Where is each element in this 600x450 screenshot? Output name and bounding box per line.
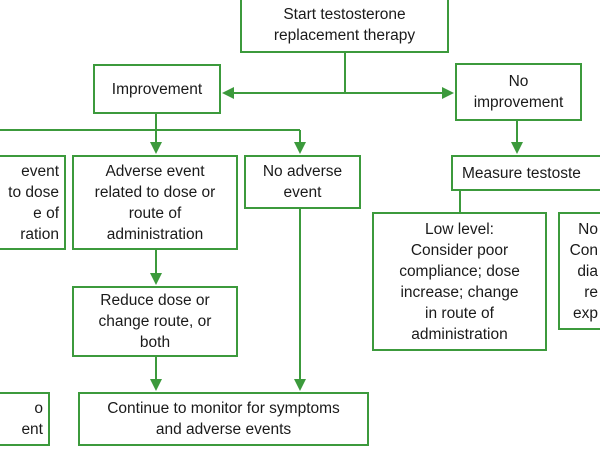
right-cut-line-4: re xyxy=(584,283,598,301)
low-level-line-5: in route of xyxy=(425,304,494,322)
right-cut-line-3: dia xyxy=(577,262,598,280)
arrowhead-reduce-to-continue xyxy=(150,379,162,391)
adverse-cut-line-2: to dose xyxy=(8,183,59,201)
low-level-line-1: Low level: xyxy=(425,220,494,238)
adverse-cut-line-1: event xyxy=(21,162,59,180)
adverse-event-related-node: Adverse event related to dose or route o… xyxy=(72,155,238,250)
arrowhead-to-improvement xyxy=(222,87,234,99)
right-cut-line-1: No xyxy=(578,220,598,238)
adverse-related-line-1: Adverse event xyxy=(105,162,205,180)
adverse-cut-line-3: e of xyxy=(33,204,59,222)
continue-monitor-node: Continue to monitor for symptoms and adv… xyxy=(78,392,369,446)
reduce-line-1: Reduce dose or xyxy=(100,292,210,309)
start-therapy-node: Start testosterone replacement therapy xyxy=(240,0,449,53)
improvement-label: Improvement xyxy=(111,80,203,98)
continue-line-2: and adverse events xyxy=(155,421,292,438)
adverse-related-line-4: administration xyxy=(106,225,204,243)
arrowhead-to-measure xyxy=(511,142,523,154)
no-adverse-event-node: No adverse event xyxy=(244,155,361,209)
measure-label: Measure testoste xyxy=(462,164,581,182)
reduce-line-2: change route, or xyxy=(98,313,212,330)
measure-testosterone-node: Measure testoste xyxy=(451,155,600,191)
arrowhead-to-reduce xyxy=(150,273,162,285)
no-improvement-node: No improvement xyxy=(455,63,582,121)
bottom-cut-line-1: o xyxy=(34,400,43,417)
no-improvement-line-1: No xyxy=(508,73,529,90)
low-level-line-2: Consider poor xyxy=(410,241,509,259)
arrowhead-to-adverse-related xyxy=(150,142,162,154)
bottom-left-cut-node: o ent xyxy=(0,392,50,446)
low-level-node: Low level: Consider poor compliance; dos… xyxy=(372,212,547,351)
low-level-line-3: compliance; dose xyxy=(399,262,520,280)
improvement-node: Improvement xyxy=(93,64,221,114)
right-cut-line-5: exp xyxy=(573,304,598,322)
adverse-event-cut-node: event to dose e of ration xyxy=(0,155,66,250)
right-cut-node: No Con dia re exp xyxy=(558,212,600,330)
bottom-cut-line-2: ent xyxy=(21,421,43,438)
arrowhead-to-no-improvement xyxy=(442,87,454,99)
reduce-dose-node: Reduce dose or change route, or both xyxy=(72,286,238,357)
no-adverse-line-2: event xyxy=(283,184,322,201)
low-level-line-4: increase; change xyxy=(400,283,519,301)
arrowhead-to-no-adverse xyxy=(294,142,306,154)
no-adverse-line-1: No adverse xyxy=(262,163,343,180)
arrowhead-no-adverse-to-continue xyxy=(294,379,306,391)
start-line-2: replacement therapy xyxy=(273,26,416,44)
low-level-line-6: administration xyxy=(411,325,508,343)
adverse-related-line-3: route of xyxy=(128,204,182,222)
adverse-cut-line-4: ration xyxy=(20,225,59,243)
reduce-line-3: both xyxy=(139,334,171,351)
no-improvement-line-2: improvement xyxy=(473,94,564,111)
continue-line-1: Continue to monitor for symptoms xyxy=(107,400,340,417)
adverse-related-line-2: related to dose or xyxy=(94,183,216,201)
right-cut-line-2: Con xyxy=(569,241,598,259)
start-line-1: Start testosterone xyxy=(283,5,406,23)
